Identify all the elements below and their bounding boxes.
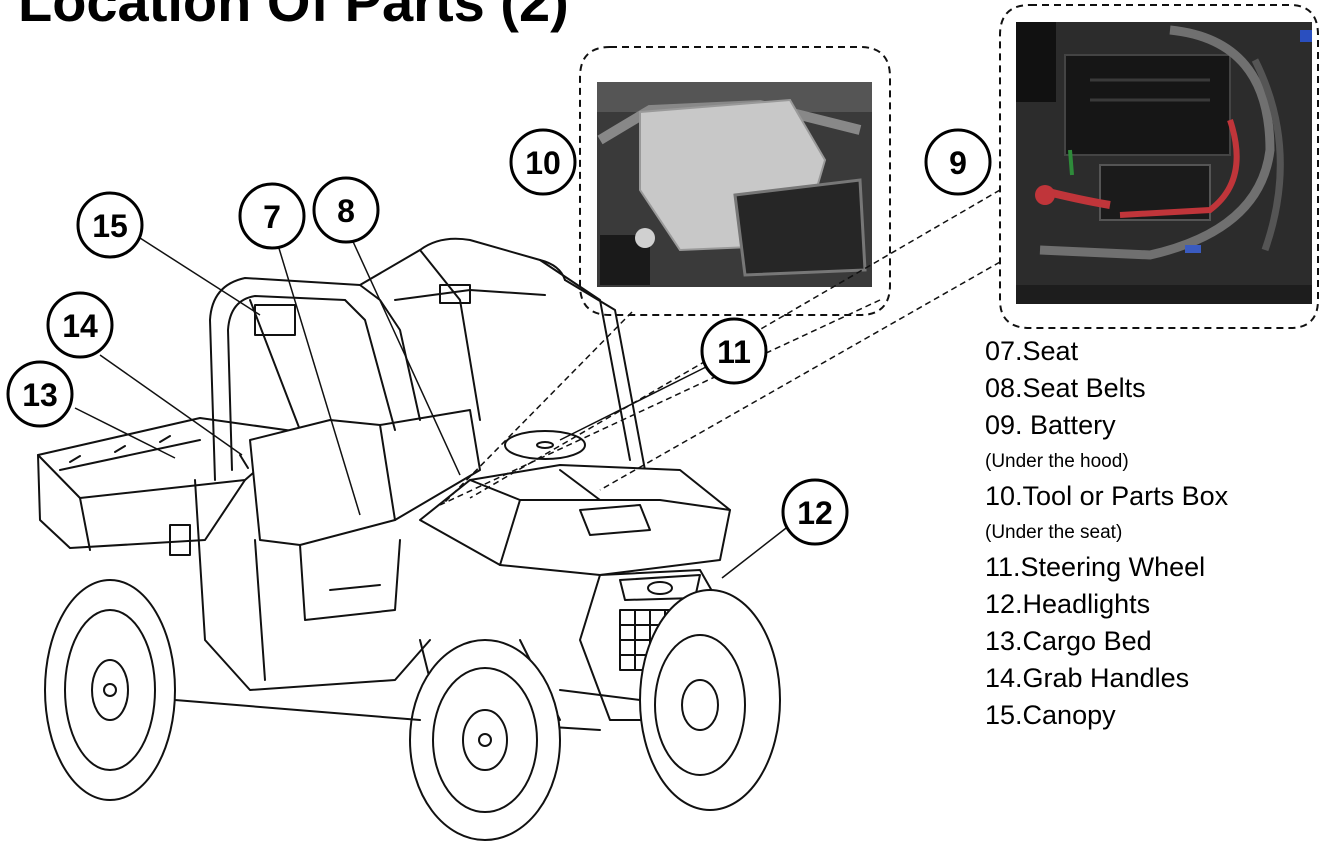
callout-12-label: 12 (797, 495, 833, 531)
legend-item-seat-belts: 08.Seat Belts (985, 373, 1146, 403)
legend-note-under-seat: (Under the seat) (985, 521, 1123, 543)
callout-12: 12 (781, 478, 849, 546)
inset-leaders (439, 189, 1001, 506)
utv-illustration (37, 237, 781, 841)
legend-item-grab-handles: 14.Grab Handles (985, 663, 1190, 693)
callout-14: 14 (46, 291, 114, 359)
inset-battery (999, 4, 1319, 329)
callout-11: 11 (700, 317, 768, 385)
inset-tool-box (579, 46, 891, 316)
legend-item-headlights: 12.Headlights (985, 589, 1151, 619)
page-title: Location Of Parts (2) (18, 0, 569, 33)
callout-leaders (74, 234, 791, 579)
callout-15-label: 15 (92, 208, 128, 244)
callout-11-label: 11 (717, 334, 751, 370)
callout-8-label: 8 (337, 193, 355, 229)
legend-item-tool-box: 10.Tool or Parts Box (985, 481, 1229, 511)
callout-14-label: 14 (62, 308, 98, 344)
callout-10-label: 10 (525, 145, 561, 181)
callout-13-label: 13 (22, 377, 58, 413)
callout-13: 13 (6, 360, 74, 428)
callout-9: 9 (924, 128, 992, 196)
callout-9-label: 9 (949, 145, 967, 181)
callout-8: 8 (312, 176, 380, 244)
parts-legend: 07.Seat 08.Seat Belts 09. Battery (Under… (985, 333, 1228, 734)
legend-item-steering-wheel: 11.Steering Wheel (985, 552, 1206, 582)
callout-7-label: 7 (263, 199, 281, 235)
legend-note-under-hood: (Under the hood) (985, 450, 1129, 472)
legend-item-seat: 07.Seat (985, 336, 1079, 366)
legend-item-canopy: 15.Canopy (985, 700, 1116, 730)
callout-15: 15 (76, 191, 144, 259)
callout-7: 7 (238, 182, 306, 250)
callout-10: 10 (509, 128, 577, 196)
legend-item-cargo-bed: 13.Cargo Bed (985, 626, 1152, 656)
legend-item-battery: 09. Battery (985, 410, 1116, 440)
